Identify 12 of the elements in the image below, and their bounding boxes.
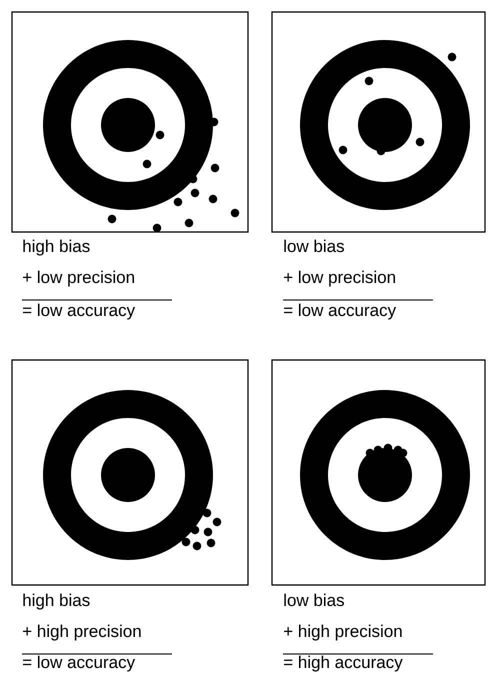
caption-line: + high precision — [23, 624, 141, 641]
caption-line: low bias — [284, 240, 344, 252]
caption-line: = low accuracy — [23, 304, 136, 320]
caption-line: = high accuracy — [284, 656, 403, 672]
caption-line: = low accuracy — [284, 304, 396, 320]
caption-line: + low precision — [284, 270, 395, 287]
caption-line: + high precision — [284, 624, 402, 641]
caption-line: low bias — [284, 594, 344, 606]
caption-line: high bias — [23, 594, 90, 610]
caption-line: high bias — [23, 240, 90, 256]
caption-line: + low precision — [23, 270, 134, 287]
caption-line: = low accuracy — [23, 656, 136, 672]
